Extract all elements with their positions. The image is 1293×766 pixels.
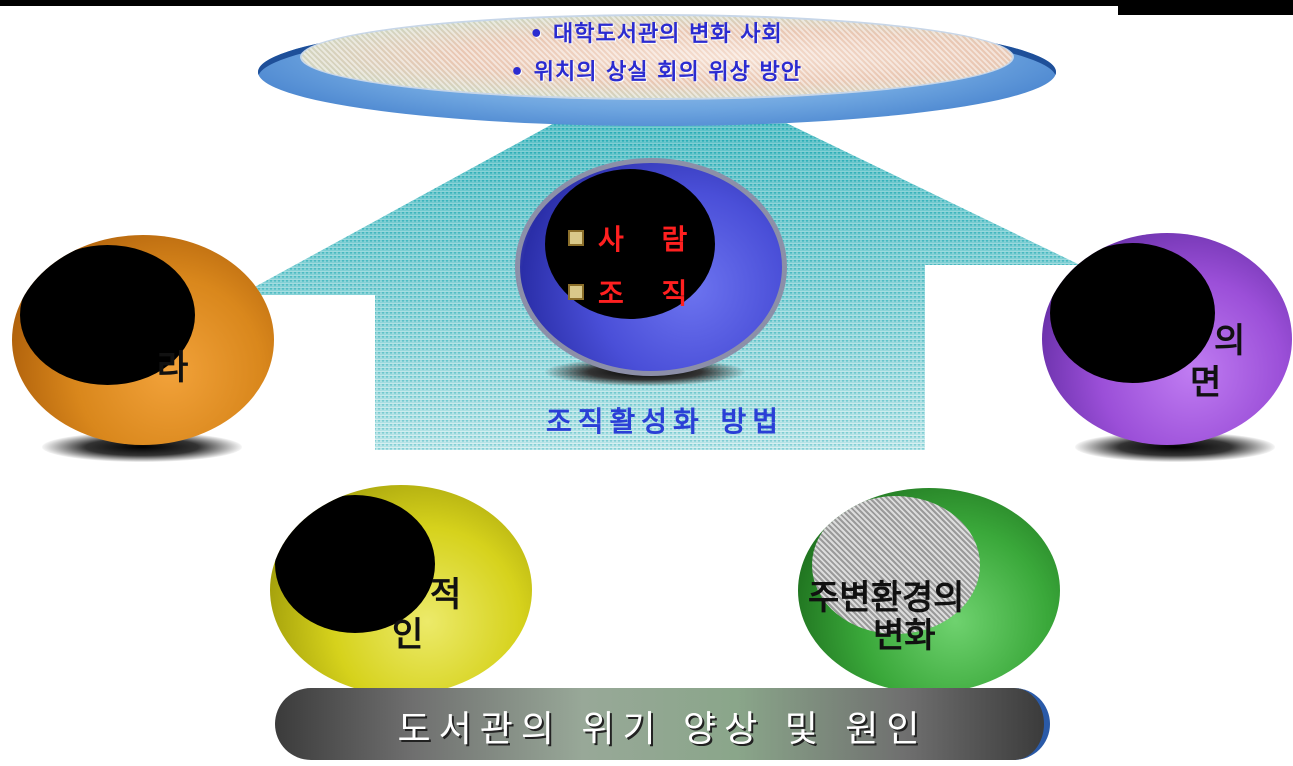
bottom-right-ball-highlight (812, 496, 980, 634)
bullet-icon (568, 230, 584, 246)
top-right-bar (1118, 0, 1293, 15)
right-ball-label-2: 면 (1190, 363, 1222, 403)
right-ball-label-1: 의 (1214, 321, 1246, 361)
bottom-left-ball-label-1: 적 (430, 575, 462, 615)
left-ball-highlight (20, 245, 195, 385)
center-item-organization: 조 직 (568, 272, 701, 312)
bottom-right-ball: 주변환경의 변화 (798, 488, 1060, 693)
bottom-right-ball-label-2: 변화 (873, 616, 936, 656)
center-item-people: 사 람 (568, 218, 701, 258)
top-ellipse-line-2: • 위치의 상실 회의 위상 방안 (510, 60, 802, 85)
bottom-banner-label: 도서관의 위기 양상 및 원인 (397, 709, 928, 750)
bottom-banner (275, 688, 1050, 760)
left-ball: 라 (12, 235, 274, 445)
top-ellipse-inner (300, 14, 1014, 100)
bullet-icon (568, 284, 584, 300)
bottom-left-ball-label-2: 인 (392, 615, 424, 655)
arrow-caption: 조직활성화 방법 (545, 405, 785, 438)
bottom-right-ball-label-1: 주변환경의 (808, 578, 965, 618)
right-ball-highlight (1050, 243, 1215, 383)
right-ball: 의 면 (1042, 233, 1292, 445)
center-ball (515, 158, 787, 376)
left-ball-label: 라 (157, 348, 189, 388)
bottom-left-ball-highlight (275, 495, 435, 633)
top-ellipse-line-1: • 대학도서관의 변화 사회 (529, 22, 783, 47)
bottom-left-ball: 적 인 (270, 485, 532, 695)
top-border-line (0, 0, 1120, 6)
